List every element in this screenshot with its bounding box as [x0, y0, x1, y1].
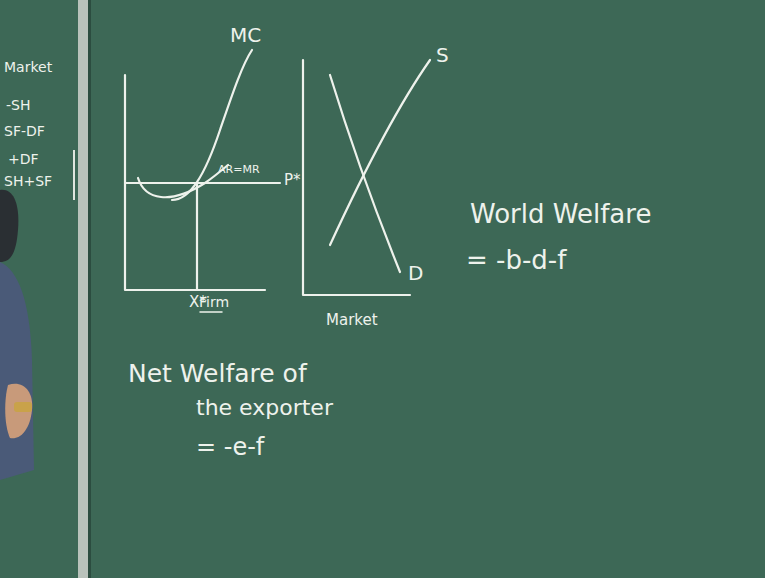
chalk-label: SH+SF — [4, 174, 52, 189]
price-line — [125, 182, 280, 184]
chalk-underline — [200, 311, 222, 313]
mc-curve — [172, 50, 252, 200]
chalk-label: +DF — [8, 152, 39, 167]
chalk-label: Market — [4, 60, 52, 75]
chalk-label: P* — [284, 172, 301, 189]
ac-curve — [138, 165, 228, 197]
chalk-label: Firm — [199, 295, 229, 310]
chalk-label: = -b-d-f — [466, 246, 566, 275]
board-frame-shadow — [88, 0, 91, 578]
chalk-label: the exporter — [196, 396, 333, 420]
chalk-label: -SH — [6, 98, 30, 113]
output-line — [196, 183, 198, 290]
lecturer-head — [0, 190, 18, 262]
market-axes — [303, 60, 410, 295]
supply-curve — [330, 60, 430, 245]
chalk-label: Market — [326, 312, 378, 329]
chalk-bracket — [73, 150, 75, 200]
board-frame — [78, 0, 88, 578]
demand-curve — [330, 75, 400, 272]
chalk-label: World Welfare — [470, 200, 651, 229]
chalk-label: S — [436, 44, 449, 66]
lecturer-watch — [14, 402, 32, 412]
chalk-label: AR=MR — [218, 164, 260, 176]
chalk-label: Net Welfare of — [128, 360, 307, 388]
chalk-label: MC — [230, 24, 261, 46]
lecturer-body — [0, 262, 34, 480]
chalk-label: = -e-f — [196, 434, 264, 460]
chalk-label: SF-DF — [4, 124, 45, 139]
lecturer-hand — [5, 384, 32, 439]
chalk-label: D — [408, 262, 423, 284]
